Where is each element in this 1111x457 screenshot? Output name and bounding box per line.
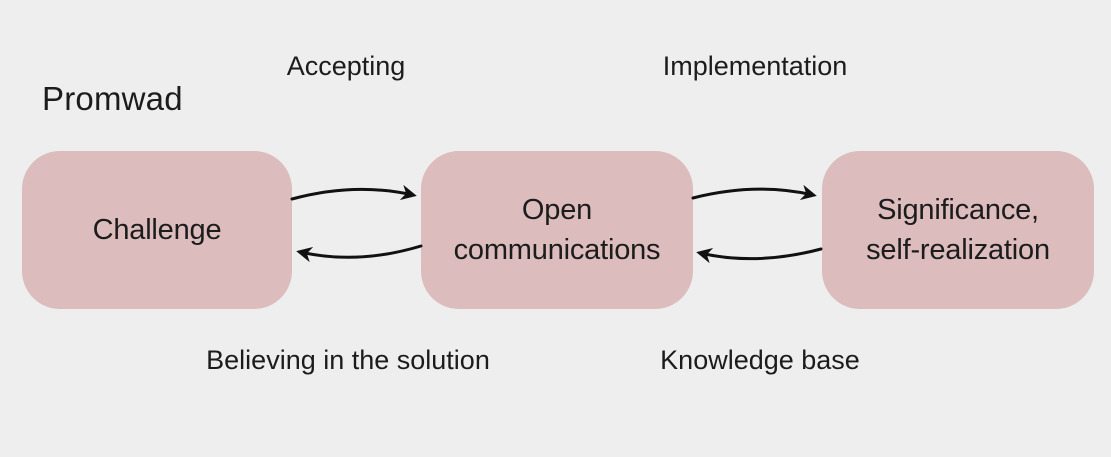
arrow-significance-to-open-communications <box>696 247 823 264</box>
node-significance-self-realization: Significance, self-realization <box>822 151 1094 309</box>
edge-label-knowledge-base: Knowledge base <box>660 345 860 375</box>
node-challenge-label: Challenge <box>92 214 222 246</box>
arrow-challenge-to-open-communications <box>290 184 417 201</box>
edge-label-believing-in-the-solution: Believing in the solution <box>206 345 490 375</box>
node-challenge: Challenge <box>22 151 292 309</box>
node-open-communications-label: Open communications <box>453 194 661 266</box>
edge-label-implementation: Implementation <box>662 51 848 81</box>
arrow-open-communications-to-challenge <box>296 244 423 263</box>
node-open-communications: Open communications <box>421 151 693 309</box>
edge-label-accepting: Accepting <box>286 51 406 81</box>
promwad-logo: Promwad <box>42 80 183 117</box>
node-significance-self-realization-label: Significance, self-realization <box>866 194 1050 266</box>
arrow-open-communications-to-significance <box>691 184 817 201</box>
